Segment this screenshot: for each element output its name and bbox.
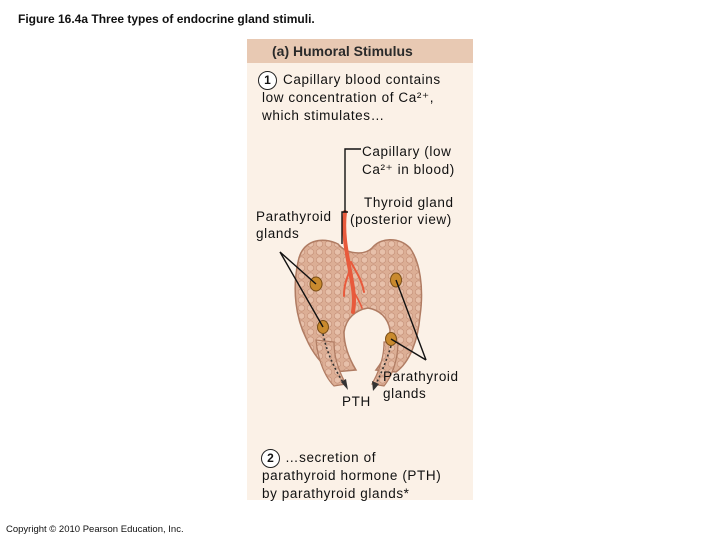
step-2-line-2: parathyroid hormone (PTH) <box>262 468 442 483</box>
pth-label: PTH <box>342 394 371 409</box>
capillary-branch-mid <box>352 289 363 309</box>
parathyroid-right-leader-1 <box>395 279 427 361</box>
panel-title: (a) Humoral Stimulus <box>272 43 413 59</box>
parathyroid-left-leader-2 <box>279 251 324 328</box>
step-1-line-1: Capillary blood contains <box>283 72 441 87</box>
parathyroid-right-label-line-1: Parathyroid <box>383 369 459 384</box>
step-2-line-1: …secretion of <box>285 450 377 465</box>
parathyroid-right-leader-2 <box>390 338 427 361</box>
pth-release-right <box>375 345 392 385</box>
step-1-line-3: which stimulates… <box>262 108 385 123</box>
pth-arrowhead-left <box>341 379 348 390</box>
capillary-leader <box>344 148 361 212</box>
thyroid-label-line-1: Thyroid gland <box>364 195 454 210</box>
figure-title: Figure 16.4a Three types of endocrine gl… <box>18 12 315 26</box>
parathyroid-left-label-line-1: Parathyroid <box>256 209 332 224</box>
step-1-line-2: low concentration of Ca²⁺, <box>262 90 435 105</box>
step-2-line-3: by parathyroid glands* <box>262 486 410 501</box>
capillary-label-line-2: Ca²⁺ in blood) <box>362 162 455 177</box>
pth-arrowhead-right <box>372 381 379 391</box>
copyright-notice: Copyright © 2010 Pearson Education, Inc. <box>6 524 184 535</box>
parathyroid-right-label-line-2: glands <box>383 386 427 401</box>
thyroid-label-line-2: (posterior view) <box>350 212 452 227</box>
parathyroid-left-label-line-2: glands <box>256 226 300 241</box>
capillary-branch-right <box>350 261 365 293</box>
step-2-badge: 2 <box>261 449 280 468</box>
capillary-label-line-1: Capillary (low <box>362 144 452 159</box>
thyroid-gland-shape <box>294 239 423 373</box>
capillary-branch-left <box>343 269 351 297</box>
step-1-badge: 1 <box>258 71 277 90</box>
thyroid-leader <box>341 211 348 244</box>
capillary-main <box>342 210 356 314</box>
panel-header: (a) Humoral Stimulus <box>247 39 473 63</box>
parathyroid-left-leader-1 <box>279 251 317 285</box>
